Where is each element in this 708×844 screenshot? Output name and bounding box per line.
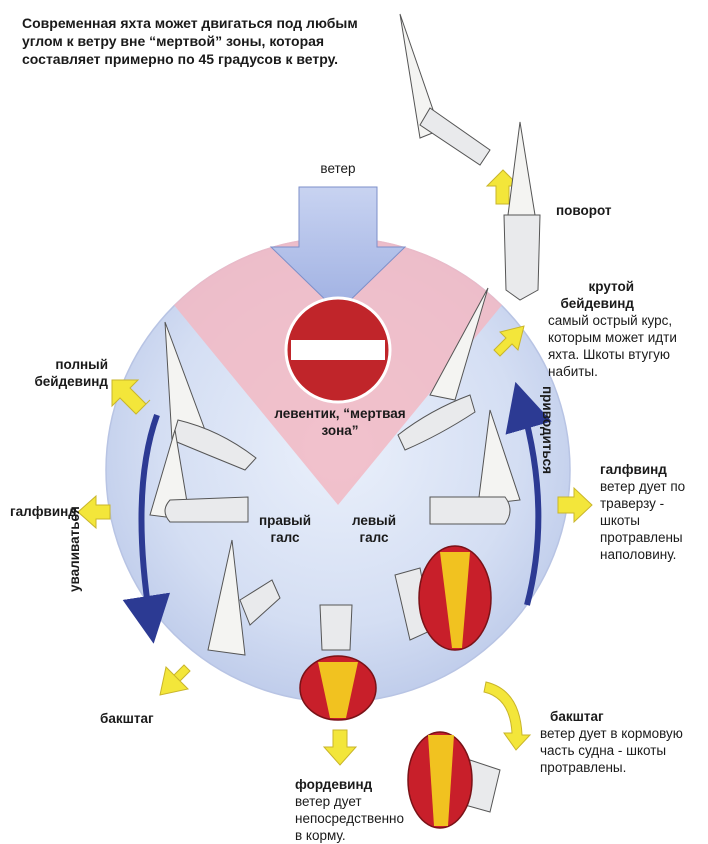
close-hauled-right-title: крутой бейдевинд [560, 279, 634, 311]
bear-away-label: уваливаться [67, 506, 82, 592]
broad-reach-left-label: бакштаг [100, 711, 154, 726]
yacht-broad-left [207, 539, 281, 656]
beam-reach-right-desc: ветер дует по траверзу - шкоты протравле… [600, 479, 686, 562]
yacht-close-hauled-right [397, 287, 489, 451]
beam-reach-right-title: галфвинд [600, 462, 667, 477]
yacht-tack-middle [503, 121, 541, 301]
arrow-close-hauled-left [111, 379, 151, 415]
head-up-arrow [505, 381, 552, 606]
wind-label: ветер [320, 161, 356, 176]
run-title: фордевинд [295, 777, 373, 792]
course-arrows [77, 169, 593, 766]
head-up-label: приводиться [540, 386, 555, 475]
arrow-run [322, 729, 358, 766]
arrow-close-hauled-right [493, 325, 525, 357]
yacht-beam-left [149, 429, 249, 523]
bear-away-arrow [122, 413, 171, 644]
diagram-title: Современная яхта может двигаться под люб… [22, 15, 358, 67]
no-entry-sign [284, 296, 392, 404]
yacht-tack-top [399, 13, 491, 166]
dead-zone-label: левентик, “мертвая зона” [274, 406, 406, 438]
port-tack-label: левый галс [351, 513, 397, 545]
tack-label: поворот [556, 203, 612, 218]
broad-reach-right-desc: ветер дует в кормовую часть судна - шкот… [540, 726, 683, 775]
wind-arrow [269, 186, 407, 313]
arrow-broad-left [159, 664, 191, 696]
close-hauled-right-desc: самый острый курс, которым может идти ях… [548, 313, 677, 379]
broad-reach-right-title: бакштаг [550, 709, 604, 724]
starboard-tack-label: правый галс [258, 513, 312, 545]
arrow-beam-left [77, 494, 111, 530]
run-desc: ветер дует непосредственно в корму. [295, 794, 405, 843]
yacht-spinnaker-right [394, 545, 492, 651]
arrow-beam-right [557, 486, 593, 524]
yacht-close-hauled-left [164, 321, 257, 471]
beam-reach-left-label: галфвинд [10, 504, 77, 519]
arrow-broad-right [483, 681, 532, 751]
yacht-spinnaker-run [299, 604, 377, 721]
close-hauled-left-label: полный бейдевинд [34, 357, 108, 389]
yacht-spinnaker-broad-right [407, 731, 501, 829]
yacht-beam-right [429, 409, 521, 525]
arrow-tack [485, 169, 521, 205]
